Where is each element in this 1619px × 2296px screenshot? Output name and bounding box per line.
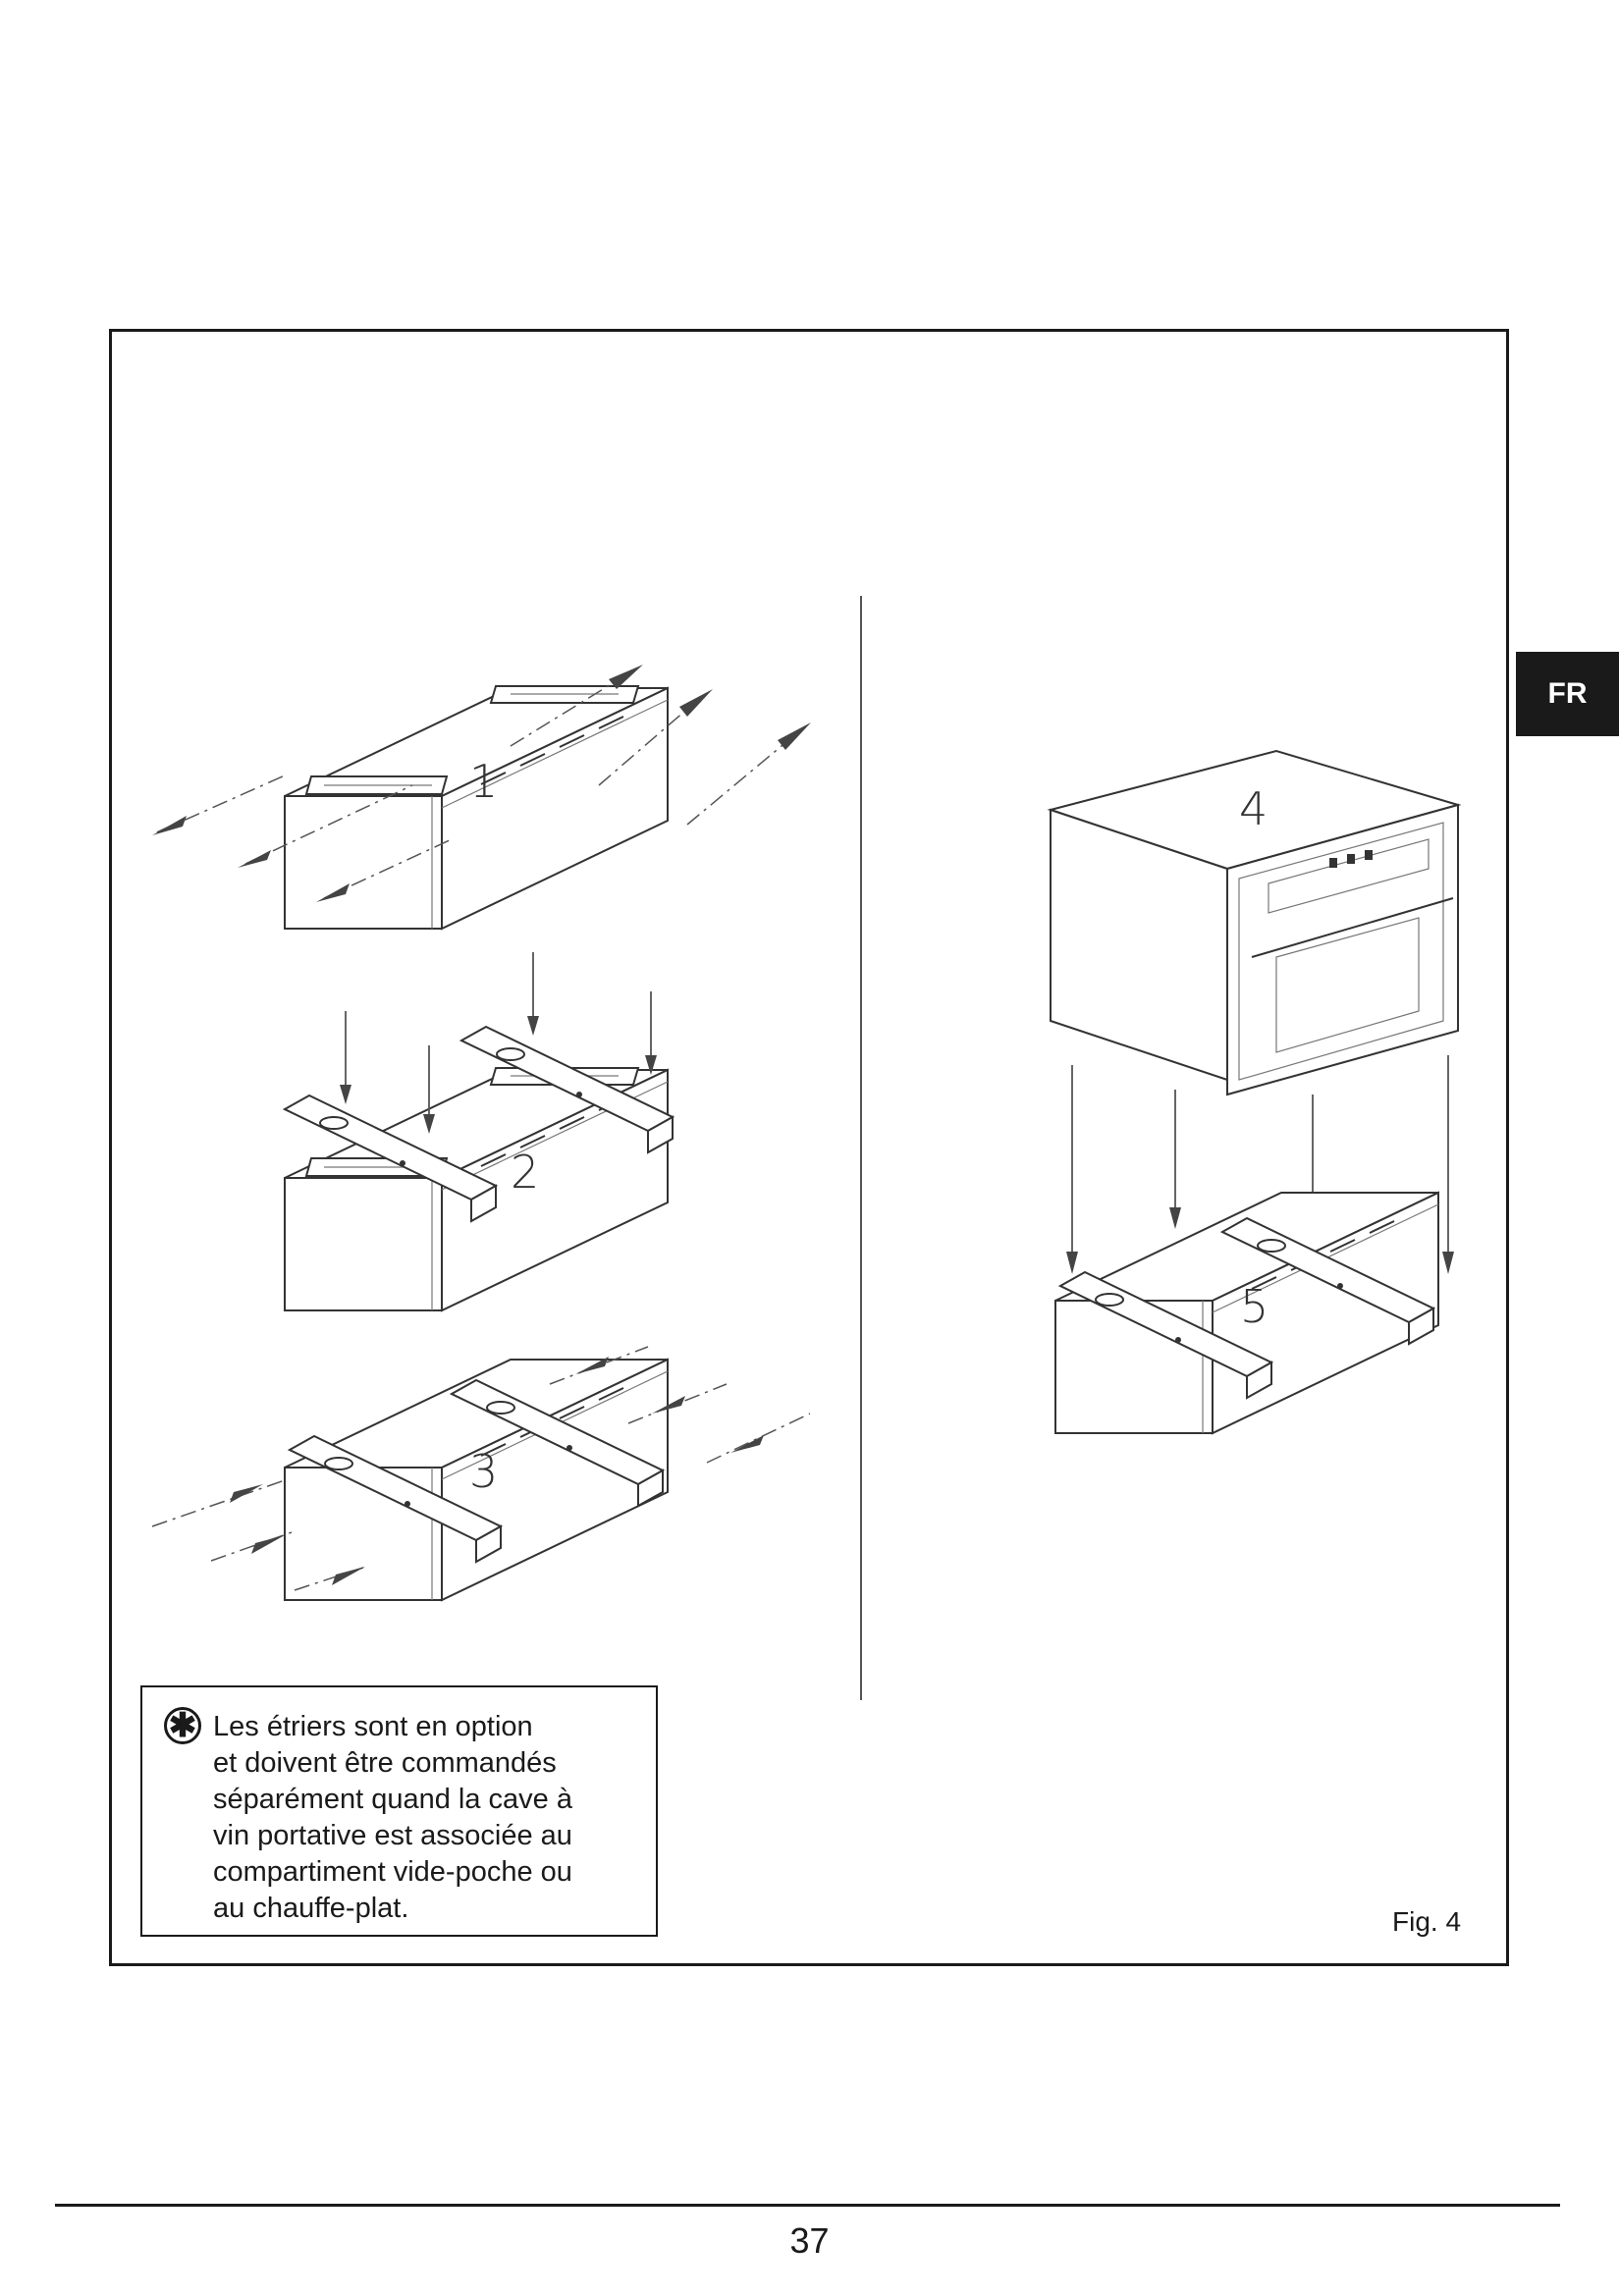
figure-divider	[860, 596, 862, 1700]
figure-frame	[109, 329, 1509, 1966]
step-label-4: 4	[1239, 782, 1268, 835]
step-label-1: 1	[469, 755, 498, 808]
page-number: 37	[789, 2220, 830, 2261]
figure-caption: Fig. 4	[1392, 1906, 1462, 1937]
arrows-step-4	[1066, 1055, 1454, 1274]
footer-rule	[55, 2204, 1560, 2207]
oven-step-4	[1047, 749, 1462, 1096]
language-tab: FR	[1516, 652, 1619, 736]
asterisk-circle-icon: ✱	[164, 1707, 201, 1744]
arrows-step-1	[152, 665, 811, 902]
optional-brackets-note: ✱ Les étriers sont en option et doivent …	[140, 1685, 658, 1937]
step-label-3: 3	[469, 1445, 498, 1498]
step-label-2: 2	[511, 1146, 539, 1199]
step-label-5: 5	[1240, 1280, 1268, 1333]
note-text: Les étriers sont en option et doivent êt…	[213, 1711, 572, 1924]
arrows-step-3	[151, 1346, 811, 1591]
arrows-step-2	[340, 952, 657, 1134]
